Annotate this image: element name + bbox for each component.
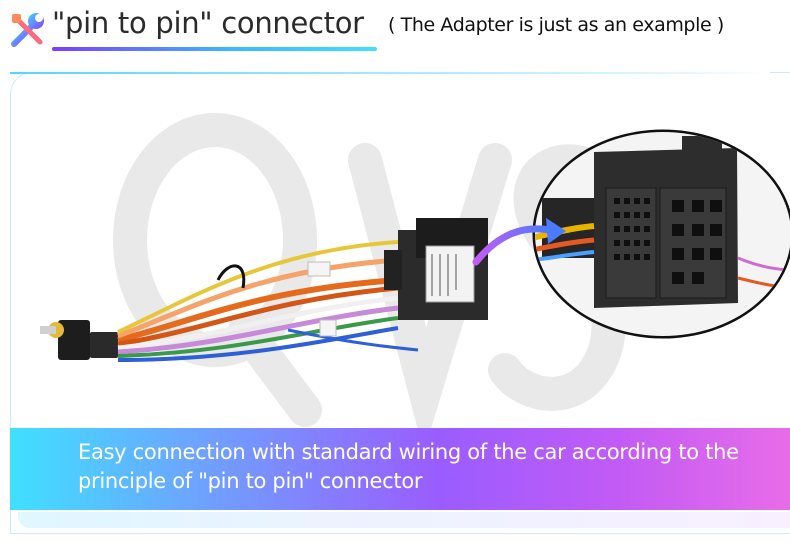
title-underline xyxy=(52,47,377,51)
banner-line-2: principle of "pin to pin" connector xyxy=(78,469,423,493)
page-subtitle: ( The Adapter is just as an example ) xyxy=(388,14,724,36)
plug-left xyxy=(58,320,90,360)
info-banner xyxy=(10,428,790,510)
arrow-icon xyxy=(472,218,566,266)
card-top-border xyxy=(10,72,770,74)
bottom-strip xyxy=(18,512,790,528)
tools-icon xyxy=(11,13,44,47)
wiring-harness-image xyxy=(40,218,488,362)
header: "pin to pin" connector ( The Adapter is … xyxy=(0,0,790,60)
banner-line-1: Easy connection with standard wiring of … xyxy=(78,440,739,464)
page-title: "pin to pin" connector xyxy=(52,6,364,40)
banner-text: Easy connection with standard wiring of … xyxy=(78,438,790,496)
connector-zoom-image xyxy=(532,129,790,339)
